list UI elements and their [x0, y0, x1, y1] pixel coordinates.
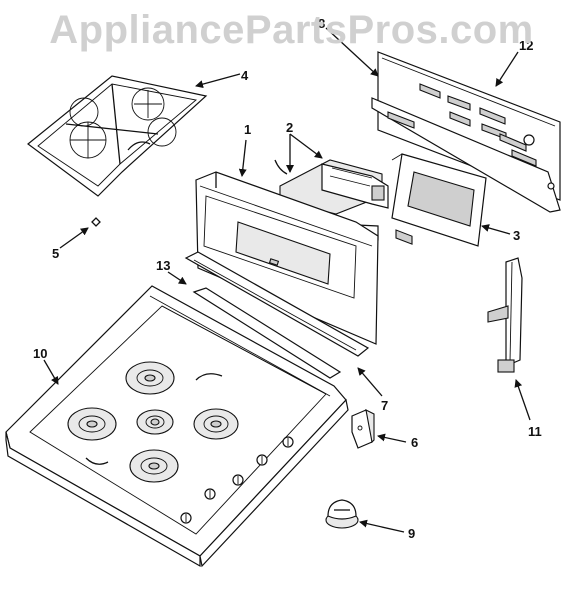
- leader-12: [495, 51, 519, 87]
- leader-7: [357, 367, 383, 397]
- callout-13: 13: [156, 258, 170, 273]
- burner-center: [136, 409, 174, 435]
- knob-position-2: [204, 488, 216, 500]
- callout-4: 4: [241, 68, 249, 83]
- callout-2: 2: [286, 120, 293, 135]
- burner-front-left: [67, 407, 117, 441]
- trim-strip-lower: [192, 287, 342, 379]
- burner-front-right: [129, 449, 179, 483]
- knob-position-3: [232, 474, 244, 486]
- burner-rear-left: [125, 361, 175, 395]
- callout-6: 6: [411, 435, 418, 450]
- grate-clip: [91, 217, 101, 227]
- small-bracket: [351, 409, 375, 449]
- leader-6: [377, 433, 407, 443]
- trim-strip-upper: [184, 251, 370, 357]
- burner-rear-right: [193, 408, 239, 440]
- cooktop-grate: [27, 75, 208, 197]
- leader-11: [514, 379, 531, 421]
- cooktop-main-top: [5, 285, 349, 568]
- callout-7: 7: [381, 398, 388, 413]
- knob-position-5: [282, 436, 294, 448]
- callout-12: 12: [519, 38, 533, 53]
- control-knob: [325, 499, 359, 529]
- leader-10: [43, 359, 59, 385]
- callout-5: 5: [52, 246, 59, 261]
- leader-4: [195, 73, 241, 89]
- leader-lines: [43, 27, 531, 533]
- leader-8: [325, 27, 379, 77]
- leader-2b: [289, 133, 323, 159]
- leader-3: [481, 224, 511, 235]
- display-window: [391, 153, 487, 247]
- knob-position-4: [256, 454, 268, 466]
- control-panel: [195, 171, 379, 345]
- leader-1: [238, 139, 247, 177]
- callout-9: 9: [408, 526, 415, 541]
- callout-10: 10: [33, 346, 47, 361]
- callout-11: 11: [528, 424, 542, 439]
- callout-8: 8: [318, 16, 325, 31]
- rear-backguard-panel: [371, 51, 561, 245]
- knob-row: [180, 436, 294, 524]
- callout-labels: 4 8 12 1 2 3 5 13 10 7 11 6 9: [33, 16, 542, 541]
- leader-9: [359, 519, 405, 533]
- leader-5: [59, 227, 89, 249]
- knob-position-1: [180, 512, 192, 524]
- side-trim-bracket: [487, 257, 523, 373]
- callout-1: 1: [244, 122, 251, 137]
- callout-3: 3: [513, 228, 520, 243]
- leader-13: [167, 271, 187, 285]
- control-board: [274, 159, 389, 247]
